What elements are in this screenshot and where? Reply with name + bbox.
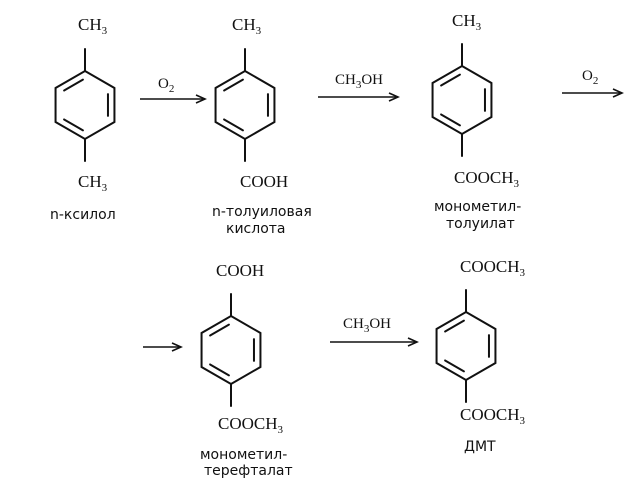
compound-2-name-line1: n-толуиловая: [212, 204, 312, 220]
benzene-ring-5: [435, 289, 497, 403]
compound-3-top-group: CH3: [452, 11, 482, 33]
arrow-2-label: CH3OH: [335, 72, 383, 91]
compound-4-bottom-group: COOCH3: [218, 414, 284, 436]
compound-3-bottom-group: COOCH3: [454, 168, 520, 190]
compound-3-name-line2: толуилат: [446, 216, 515, 232]
compound-1-bottom-group: CH3: [78, 172, 108, 194]
benzene-ring-4: [200, 293, 262, 407]
compound-2-name-line2: кислота: [226, 221, 286, 237]
compound-5-top-group: COOCH3: [460, 257, 526, 279]
benzene-ring-2: [214, 48, 276, 162]
compound-4-name-line2: терефталат: [204, 463, 293, 478]
compound-3-name-line1: монометил-: [434, 199, 521, 215]
arrow-1-label: O2: [158, 76, 174, 95]
reaction-arrow-4: [143, 342, 183, 352]
reaction-arrow-2: [318, 92, 400, 102]
benzene-ring-3: [431, 43, 493, 157]
compound-5-name: ДМТ: [464, 439, 496, 455]
compound-2-bottom-group: COOH: [240, 172, 288, 191]
benzene-ring-1: [54, 48, 116, 162]
reaction-arrow-3: [562, 88, 624, 98]
reaction-arrow-5: [330, 337, 419, 347]
compound-1-top-group: CH3: [78, 15, 108, 37]
arrow-5-label: CH3OH: [343, 316, 391, 335]
compound-4-name-line1: монометил-: [200, 447, 287, 463]
reaction-arrow-1: [140, 94, 207, 104]
reaction-arrows: [140, 88, 624, 352]
arrow-3-label: O2: [582, 68, 598, 87]
compound-1-name: n-ксилол: [50, 207, 116, 223]
compound-4-top-group: COOH: [216, 261, 264, 280]
compound-5-bottom-group: COOCH3: [460, 405, 526, 427]
compound-2-top-group: CH3: [232, 15, 262, 37]
benzene-rings: [54, 43, 497, 407]
